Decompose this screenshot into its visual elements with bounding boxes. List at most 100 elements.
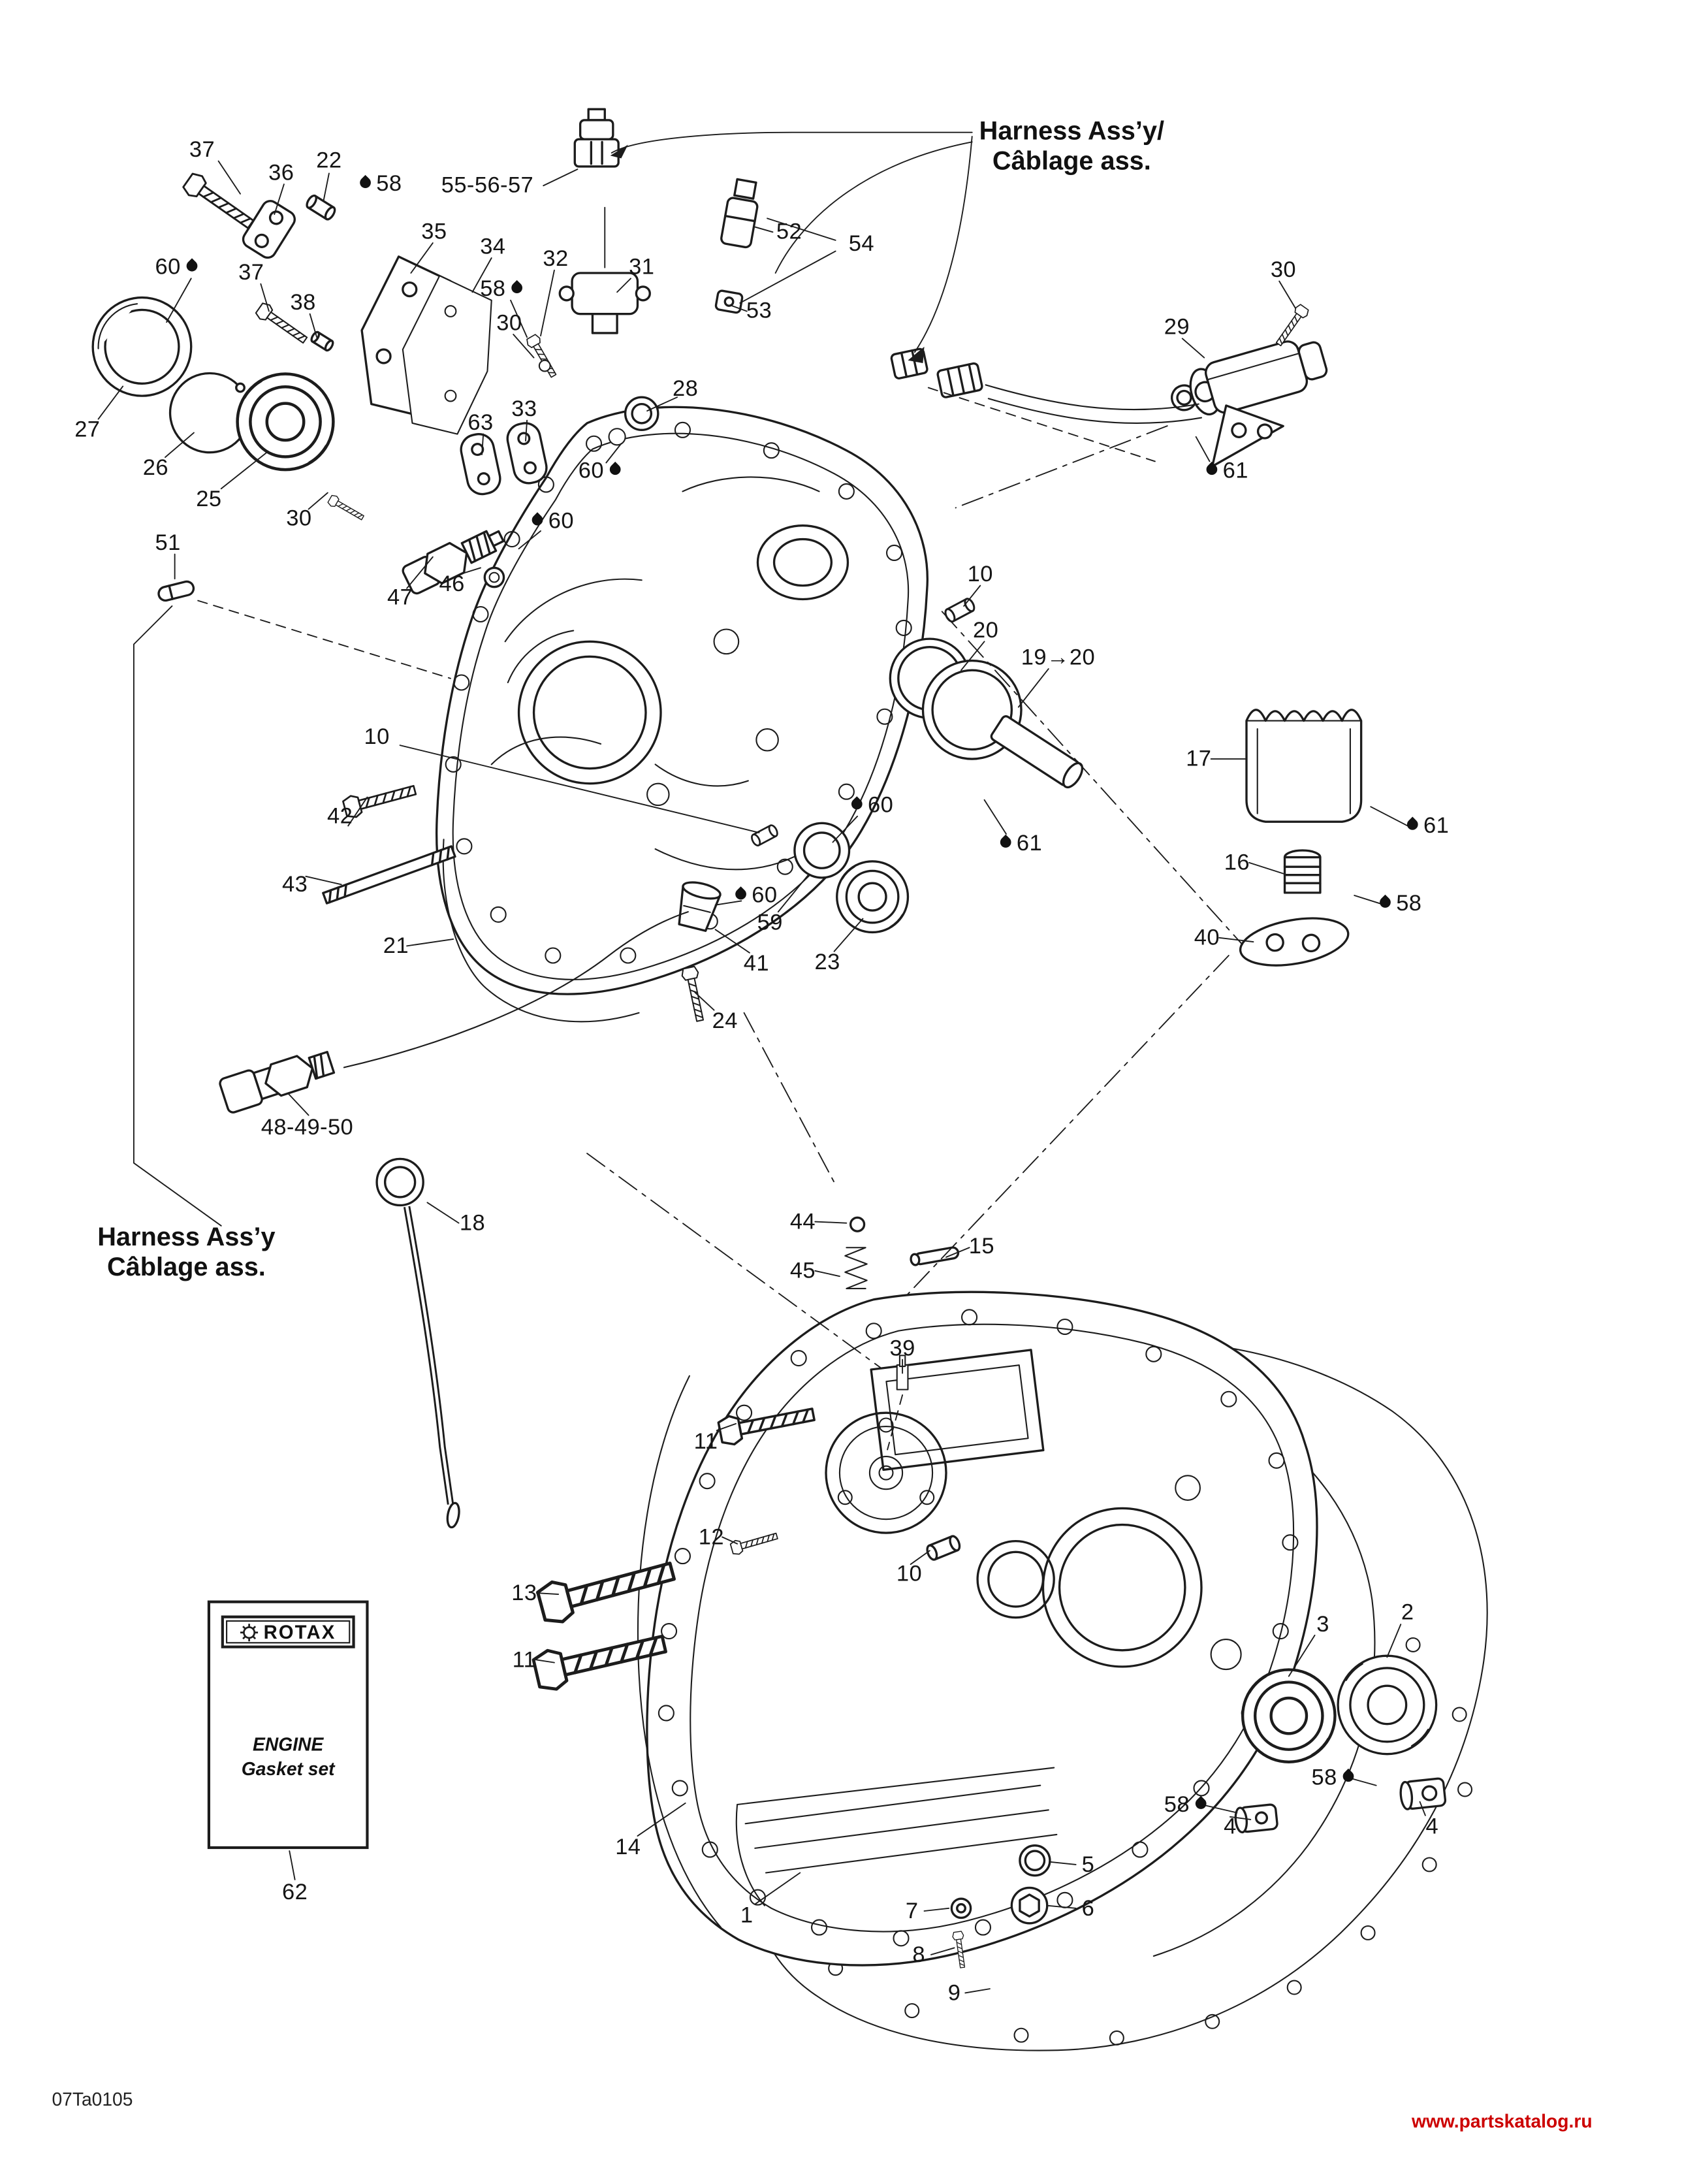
oil-drop-icon: [1204, 462, 1220, 478]
part-number-label: 60: [155, 257, 203, 279]
harness-label-left-line1: Harness Ass’y: [97, 1223, 276, 1253]
part-number-label: 12: [698, 1525, 724, 1550]
harness-label-top-line2: Câblage ass.: [992, 148, 1151, 177]
speed-sensor-group: [219, 911, 689, 1114]
part-number-label: 27: [74, 417, 101, 442]
dipstick: [375, 1157, 460, 1529]
part-number-label: 44: [789, 1210, 816, 1234]
dashed-lines: [197, 387, 1156, 1451]
part-number-label: 10: [896, 1562, 923, 1587]
part-number-label: 11: [693, 1429, 718, 1454]
part-number-label: 31: [629, 255, 655, 280]
part-number-label: 23: [814, 950, 840, 975]
part-number-label: 21: [383, 933, 409, 959]
lower-small-parts: [532, 1216, 1447, 1969]
part-number-label: 63: [468, 410, 494, 436]
part-number-label: 51: [155, 530, 181, 556]
part-number-label: 38: [290, 290, 316, 315]
part-number-label: 19→20: [1021, 645, 1096, 671]
gasket-kit-box: ROTAX ENGINE Gasket set: [207, 1600, 369, 1850]
gasket-kit-subtitle: Gasket set: [241, 1759, 335, 1780]
oil-drop-icon: [733, 886, 749, 903]
oil-drop-icon: [607, 462, 623, 478]
oil-pressure-switch: [402, 530, 505, 595]
oil-drop-icon: [1377, 895, 1393, 910]
oil-drop-icon: [509, 280, 524, 297]
part-number-label: 39: [889, 1336, 915, 1362]
part-number-label: 10: [967, 562, 993, 587]
drawing-code: 07Ta0105: [52, 2089, 133, 2110]
harness-routing: [133, 131, 973, 1227]
part-number-label: 35: [421, 219, 447, 244]
part-number-label: 6: [1081, 1896, 1095, 1921]
part-number-label: 30: [496, 311, 522, 336]
top-connectors: [558, 108, 759, 446]
shaft-assembly: [749, 596, 1084, 848]
part-number-label: 42: [327, 804, 353, 829]
part-number-label: 10: [364, 724, 390, 750]
part-number-label: 45: [789, 1259, 816, 1283]
part-number-label: 25: [196, 487, 222, 512]
part-number-label: 59: [757, 910, 783, 935]
part-number-label: 3: [1316, 1612, 1329, 1637]
part-number-label: 37: [238, 260, 264, 285]
oil-drop-icon: [849, 796, 865, 812]
watermark-link[interactable]: www.partskatalog.ru: [1411, 2111, 1593, 2132]
part-number-label: 55-56-57: [441, 173, 534, 198]
leader-lines: [97, 160, 1426, 1994]
part-number-label: 60: [730, 884, 778, 907]
part-number-label: 14: [615, 1835, 641, 1860]
oil-drop-icon: [998, 835, 1014, 850]
part-number-label: 60: [579, 460, 626, 482]
part-number-label: 13: [511, 1581, 537, 1606]
part-number-label: 58: [1374, 893, 1422, 915]
harness-label-left-line2: Câblage ass.: [106, 1254, 266, 1283]
part-number-label: 32: [543, 246, 569, 272]
oil-drop-icon: [357, 175, 373, 191]
oil-drop-icon: [1192, 1796, 1209, 1812]
part-number-label: 7: [905, 1899, 919, 1924]
part-number-label: 15: [968, 1234, 994, 1259]
part-number-label: 41: [743, 951, 769, 976]
part-number-label: 18: [459, 1211, 486, 1236]
part-number-label: 47: [387, 585, 413, 611]
oil-drop-icon: [530, 512, 545, 528]
part-number-label: 48-49-50: [261, 1115, 354, 1140]
part-number-label: 54: [848, 231, 874, 257]
gasket-kit-title: ENGINE: [253, 1734, 324, 1755]
part-number-label: 28: [673, 376, 699, 402]
part-number-label: 58: [1312, 1767, 1359, 1789]
harness-label-left: Harness Ass’y Câblage ass.: [87, 1223, 285, 1285]
part-number-label: 30: [286, 506, 312, 531]
rotax-logo: ROTAX: [221, 1615, 355, 1648]
oil-drop-icon: [1404, 817, 1421, 833]
part-number-label: 60: [846, 794, 894, 816]
harness-label-top: Harness Ass’y/ Câblage ass.: [962, 118, 1181, 179]
part-number-label: 11: [512, 1648, 537, 1673]
rotax-gear-icon: [240, 1623, 259, 1641]
oil-drop-icon: [1340, 1769, 1356, 1785]
part-number-label: 46: [439, 571, 465, 597]
part-number-label: 1: [740, 1903, 754, 1928]
part-number-label: 34: [480, 234, 506, 259]
part-number-label: 33: [511, 396, 537, 422]
part-number-label: 43: [282, 872, 308, 897]
part-number-label: 2: [1401, 1600, 1414, 1625]
mid-parts: [322, 779, 910, 1023]
part-number-label: 26: [142, 455, 168, 481]
part-number-label: 17: [1186, 747, 1212, 771]
part-number-label: 52: [776, 219, 802, 244]
cover-gasket-21: [442, 839, 640, 1023]
part-number-label: 58: [355, 173, 402, 195]
rotax-brand-text: ROTAX: [263, 1620, 336, 1643]
part-number-label: 61: [994, 833, 1042, 855]
part-number-label: 30: [1270, 257, 1297, 283]
part-number-label: 20: [973, 618, 999, 643]
part-number-label: 40: [1194, 925, 1220, 950]
part-number-label: 53: [746, 298, 772, 324]
part-number-label: 58: [1164, 1794, 1212, 1816]
oil-filter-group: [1239, 709, 1363, 967]
